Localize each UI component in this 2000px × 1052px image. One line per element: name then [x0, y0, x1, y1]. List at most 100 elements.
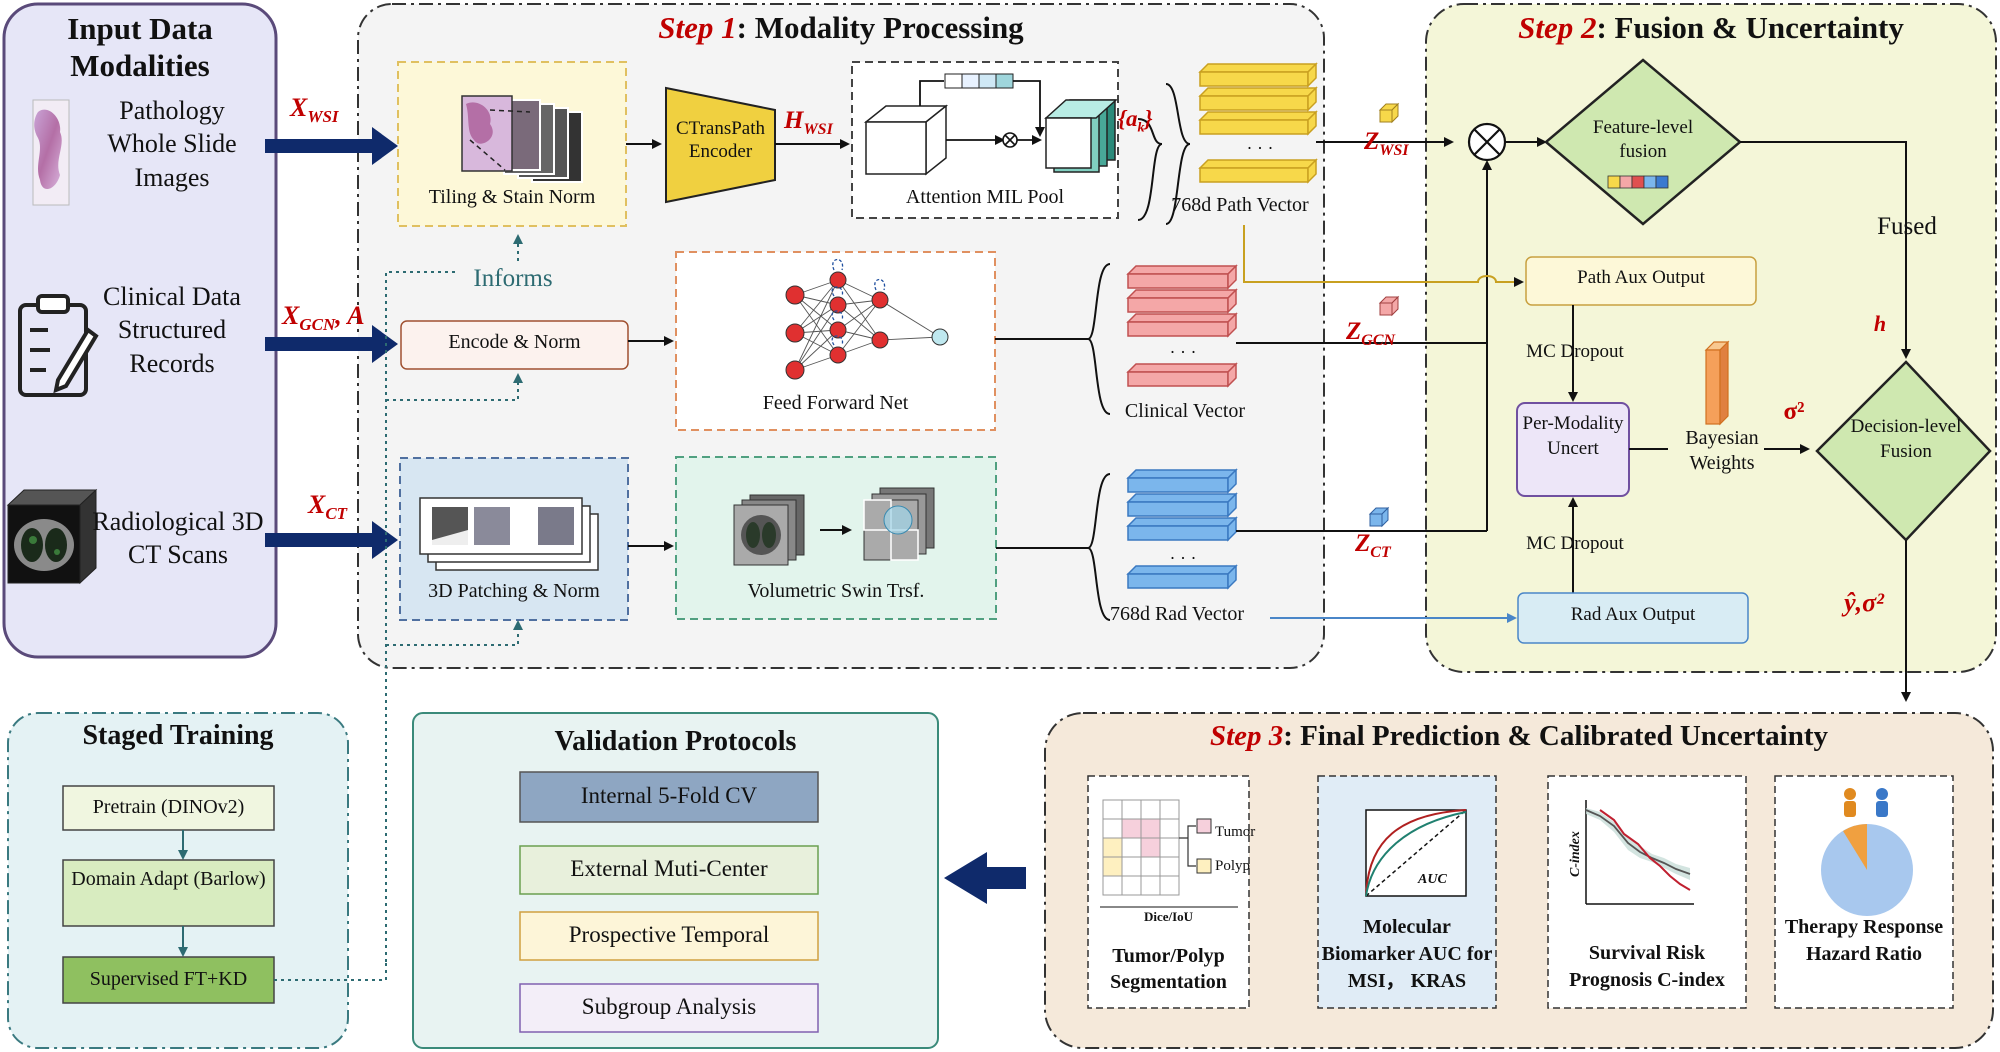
- rad-aux-box: [1517, 592, 1749, 644]
- auc-plot: [1365, 809, 1467, 897]
- neural-net-icon: [785, 258, 949, 380]
- path-vector-label: 768d Path Vector: [1171, 194, 1309, 216]
- attention-label: Attention MIL Pool: [905, 186, 1065, 208]
- step2-panel: [1425, 3, 1997, 673]
- ctranspath-encoder-shape: [665, 86, 776, 204]
- clinical-label: Clinical Data Structured Records: [103, 282, 241, 378]
- path-vector-bars: [1198, 62, 1318, 184]
- clinical-vector-label: Clinical Vector: [1124, 400, 1246, 422]
- wsi-slide-icon: [32, 99, 70, 206]
- seg-caption: Tumor/Polyp Segmentation: [1110, 945, 1227, 993]
- step3-title: Step 3: Final Prediction & Calibrated Un…: [1209, 720, 1829, 752]
- training-step-2: Domain Adapt (Barlow): [71, 868, 266, 890]
- patching-label: 3D Patching & Norm: [428, 580, 600, 602]
- h-label: h: [1873, 311, 1887, 336]
- feature-cube-icon: [863, 104, 949, 176]
- sigma-label: σ²: [1783, 398, 1805, 425]
- survival-caption: Survival Risk Prognosis C-index: [1569, 942, 1725, 991]
- tiling-label: Tiling & Stain Norm: [428, 186, 596, 208]
- rad-vector-bars: [1126, 468, 1238, 590]
- informs-label: Informs: [458, 265, 568, 294]
- result-feedback-arrow: [944, 852, 1026, 904]
- clipboard-icon: [18, 294, 99, 397]
- validation-text-4: Subgroup Analysis: [581, 994, 757, 1019]
- ct-cube-icon: [6, 488, 98, 585]
- bayesian-bar-icon: [1704, 340, 1730, 426]
- pooled-cubes-icon: [1044, 99, 1118, 173]
- rad-aux-label: Rad Aux Output: [1570, 604, 1696, 625]
- z-ct-label: ZCT: [1355, 530, 1391, 561]
- z-wsi-label: ZWSI: [1364, 128, 1409, 159]
- multiply-small-icon: [1002, 132, 1018, 148]
- fused-label: Fused: [1877, 213, 1937, 240]
- training-title: Staged Training: [82, 720, 274, 751]
- domain-adapt-box: [62, 859, 275, 927]
- seg-metric-label: Dice/IoU: [1143, 909, 1194, 924]
- x-gcn-label: XGCN, A: [282, 301, 365, 335]
- gcn-input-arrow: [265, 325, 398, 363]
- survival-plot: [1585, 800, 1694, 905]
- training-step-3: Supervised FT+KD: [89, 968, 248, 990]
- validation-item-3: [519, 911, 819, 961]
- z-gcn-cube: [1378, 295, 1400, 317]
- path-aux-label: Path Aux Output: [1577, 267, 1705, 288]
- wsi-input-arrow: [265, 127, 398, 165]
- validation-item-4: [519, 983, 819, 1033]
- ak-label: {ak}: [1118, 106, 1153, 136]
- feature-fusion-diamond: [1544, 58, 1742, 226]
- tiles-icon: [461, 95, 583, 183]
- swin-label: Volumetric Swin Trsf.: [747, 580, 925, 602]
- swin-box: [675, 456, 997, 620]
- validation-title: Validation Protocols: [554, 726, 797, 757]
- pretrain-box: [62, 785, 275, 831]
- seg-polyp-label: Polyp: [1215, 858, 1251, 874]
- validation-item-1: [519, 771, 819, 823]
- input-panel-title: Input Data Modalities: [67, 11, 213, 84]
- validation-item-2: [519, 845, 819, 895]
- auc-plot-label: AUC: [1418, 872, 1447, 887]
- encode-norm-label: Encode & Norm: [448, 331, 581, 353]
- seg-tumor-label: Tumor: [1215, 824, 1256, 840]
- path-vector-dots: · · ·: [1246, 138, 1274, 158]
- radiology-label: Radiological 3D CT Scans: [92, 507, 264, 570]
- encoder-label: CTransPath Encoder: [675, 118, 766, 162]
- polyp-swatch: [1196, 858, 1212, 874]
- validation-text-2: External Muti-Center: [570, 856, 768, 881]
- fusion-multiply-icon: [1467, 122, 1507, 162]
- z-ct-cube: [1368, 506, 1390, 528]
- validation-text-3: Prospective Temporal: [568, 922, 770, 947]
- decision-fusion-label: Decision-level Fusion: [1850, 416, 1962, 462]
- mc-dropout-top-label: MC Dropout: [1526, 341, 1624, 362]
- people-icon: [1844, 788, 1888, 817]
- attention-weight-bar: [944, 73, 1014, 89]
- pathology-label: Pathology Whole Slide Images: [107, 96, 237, 192]
- z-gcn-label: ZGCN: [1346, 318, 1396, 349]
- ct-stack-icon: [733, 487, 935, 566]
- therapy-caption: Therapy Response Hazard Ratio: [1784, 916, 1944, 965]
- encode-norm-box: [400, 320, 629, 370]
- rad-vector-label: 768d Rad Vector: [1109, 603, 1245, 625]
- cindex-axis-label: C-index: [1567, 831, 1583, 877]
- clinical-vector-bars: [1126, 264, 1238, 388]
- training-step-1: Pretrain (DINOv2): [92, 796, 245, 818]
- z-wsi-cube: [1378, 102, 1400, 124]
- therapy-pie: [1821, 824, 1913, 916]
- informs-connector: [385, 234, 523, 962]
- small-cubes-icon: [1607, 175, 1669, 189]
- tumor-swatch: [1196, 818, 1212, 834]
- patches-icon: [419, 497, 599, 571]
- seg-grid-icon: [1102, 799, 1180, 896]
- bayesian-label: Bayesian Weights: [1685, 427, 1759, 474]
- yhat-label: ŷ,σ²: [1844, 588, 1884, 617]
- supervised-box: [62, 956, 275, 1004]
- step3-panel: [1044, 712, 1994, 1049]
- path-aux-box: [1525, 256, 1757, 306]
- ct-input-arrow: [265, 521, 398, 559]
- h-wsi-label: HWSI: [784, 107, 833, 138]
- x-ct-label: XCT: [308, 490, 348, 524]
- mc-dropout-bottom-label: MC Dropout: [1526, 533, 1624, 554]
- step1-title: Step 1: Modality Processing: [658, 10, 1024, 45]
- validation-text-1: Internal 5-Fold CV: [580, 783, 758, 808]
- rad-vector-dots: · · ·: [1169, 548, 1197, 568]
